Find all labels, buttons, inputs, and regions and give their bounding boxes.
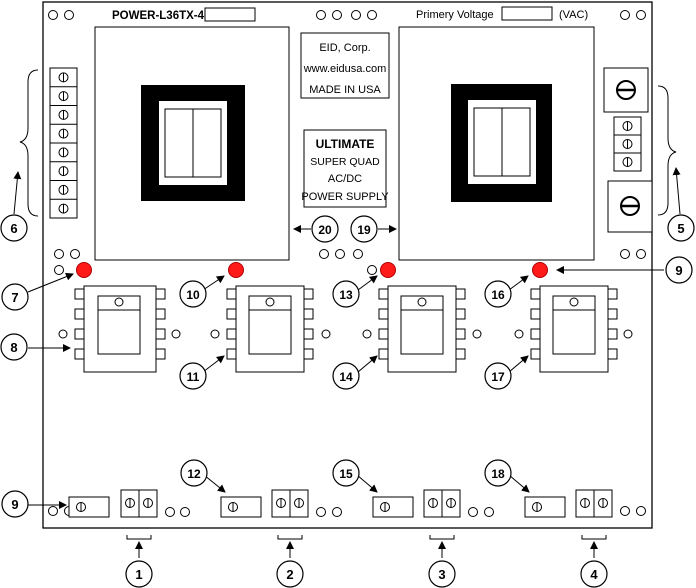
title-line-4: POWER SUPPLY (301, 191, 389, 203)
manufacturer-name: EID, Corp. (319, 42, 370, 54)
transformer-right (398, 26, 595, 261)
callout-circles (0, 214, 695, 588)
output-fuse-4 (524, 496, 566, 518)
callout-9-right: 9 (675, 263, 682, 278)
callout-16: 16 (491, 288, 505, 302)
output-fuse-3 (372, 496, 414, 518)
callout-20: 20 (318, 223, 332, 237)
callout-18: 18 (491, 467, 505, 481)
title-line-2: SUPER QUAD (310, 156, 380, 168)
led-4 (532, 262, 548, 278)
callout-17: 17 (491, 370, 505, 384)
primary-voltage-label: Primery Voltage (416, 9, 494, 21)
callout-2: 2 (286, 567, 293, 582)
callout-3: 3 (438, 567, 445, 582)
mounting-holes (48, 10, 646, 516)
callout-4: 4 (590, 567, 598, 582)
made-in-usa: MADE IN USA (309, 84, 381, 96)
callout-11: 11 (187, 370, 200, 384)
callout-13: 13 (339, 288, 353, 302)
led-2 (228, 262, 244, 278)
leader-arrows (13, 167, 681, 509)
terminal-strip-right (613, 116, 642, 172)
fuse-holder-top-icon (603, 67, 649, 113)
brace-left (19, 69, 39, 217)
brace-right (657, 85, 677, 216)
module-4 (514, 285, 633, 373)
led-3 (380, 262, 396, 278)
callout-8: 8 (10, 340, 17, 355)
output-fuse-1 (68, 496, 110, 518)
module-2 (210, 285, 331, 373)
title-line-1: ULTIMATE (316, 137, 375, 151)
callout-15: 15 (339, 467, 353, 481)
fuse-holder-bottom-icon (607, 180, 653, 233)
title-line-3: AC/DC (328, 173, 362, 185)
output-section (68, 489, 613, 518)
primary-voltage-box (501, 6, 553, 21)
module-3 (362, 285, 482, 373)
callout-9-left: 9 (11, 497, 18, 512)
led-indicators (76, 262, 548, 278)
callout-labels: 6 5 7 8 9 9 10 11 13 14 16 17 12 15 18 2… (10, 221, 684, 582)
callout-1: 1 (135, 567, 142, 582)
module-1 (58, 285, 181, 373)
terminal-strip-left (49, 67, 78, 219)
output-fuse-2 (220, 496, 262, 518)
model-suffix-box (204, 7, 256, 22)
title-box (303, 129, 387, 208)
model-label: POWER-L36TX-4- (112, 10, 208, 22)
callout-14: 14 (339, 370, 353, 384)
led-1 (76, 262, 92, 278)
callout-19: 19 (357, 223, 371, 237)
manufacturer-url: www.eidusa.com (303, 63, 387, 75)
manufacturer-box (300, 32, 390, 99)
vac-label: (VAC) (559, 9, 588, 21)
output-brackets (126, 535, 607, 558)
callout-6: 6 (10, 221, 17, 236)
callout-5: 5 (677, 221, 684, 236)
callout-10: 10 (186, 288, 200, 302)
transformer-left (94, 26, 290, 261)
callout-7: 7 (11, 290, 18, 305)
callout-12: 12 (187, 467, 201, 481)
